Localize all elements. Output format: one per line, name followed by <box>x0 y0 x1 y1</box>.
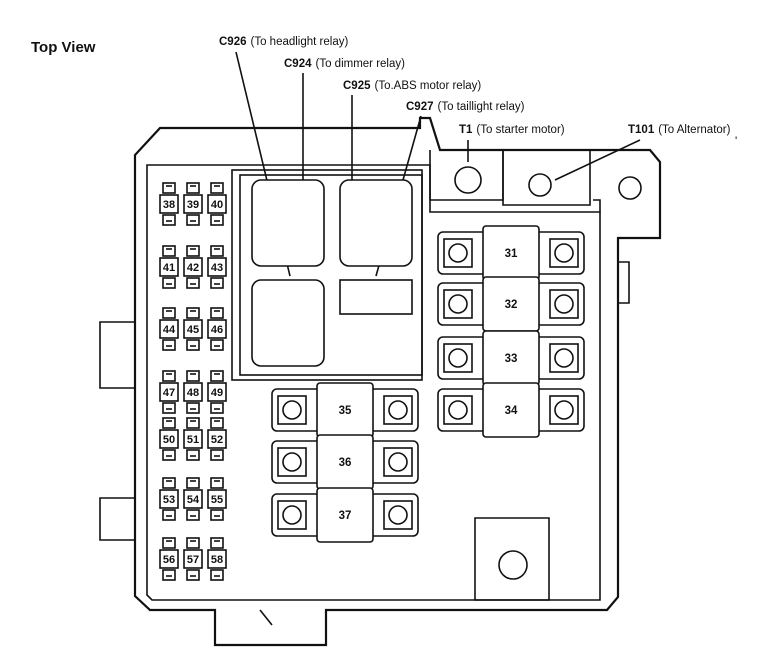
small-fuse-42: 42 <box>183 245 203 289</box>
diagram-title: Top View <box>31 39 96 56</box>
small-fuse-label: 48 <box>187 387 199 399</box>
small-fuse-label: 56 <box>163 554 175 566</box>
small-fuse-52: 52 <box>207 417 227 461</box>
small-fuse-54: 54 <box>183 477 203 521</box>
main-fuse-label: 36 <box>339 457 352 469</box>
small-fuse-39: 39 <box>183 182 203 226</box>
callout-t101: T101(To Alternator) <box>628 124 731 136</box>
small-fuse-58: 58 <box>207 537 227 581</box>
main-fuse-label: 34 <box>505 405 518 417</box>
small-fuse-38: 38 <box>159 182 179 226</box>
small-fuse-label: 38 <box>163 199 175 211</box>
terminal-t1 <box>454 166 482 194</box>
small-fuse-label: 49 <box>211 387 223 399</box>
small-fuse-55: 55 <box>207 477 227 521</box>
callout-c925: C925(To.ABS motor relay) <box>343 80 481 92</box>
small-fuse-label: 41 <box>163 262 175 274</box>
main-fuse-34: 34 <box>437 382 585 438</box>
relay-socket-c924 <box>251 179 325 267</box>
main-fuse-label: 37 <box>339 510 352 522</box>
small-fuse-label: 55 <box>211 494 223 506</box>
main-fuse-31: 31 <box>437 225 585 281</box>
small-fuse-45: 45 <box>183 307 203 351</box>
main-fuse-33: 33 <box>437 330 585 386</box>
small-fuse-49: 49 <box>207 370 227 414</box>
main-fuse-32: 32 <box>437 276 585 332</box>
small-fuse-label: 43 <box>211 262 223 274</box>
small-fuse-44: 44 <box>159 307 179 351</box>
small-fuse-label: 52 <box>211 434 223 446</box>
callout-c924: C924(To dimmer relay) <box>284 58 405 70</box>
main-fuse-group: 31 32 33 34 35 36 37 <box>271 225 585 543</box>
small-fuse-47: 47 <box>159 370 179 414</box>
small-fuse-48: 48 <box>183 370 203 414</box>
small-fuse-label: 44 <box>163 324 176 336</box>
main-fuse-label: 32 <box>505 299 518 311</box>
small-fuse-label: 39 <box>187 199 199 211</box>
small-fuse-41: 41 <box>159 245 179 289</box>
relay-socket-c926 <box>251 279 325 367</box>
small-fuse-50: 50 <box>159 417 179 461</box>
main-fuse-label: 35 <box>339 405 352 417</box>
small-fuse-53: 53 <box>159 477 179 521</box>
main-fuse-label: 31 <box>505 248 518 260</box>
small-fuse-label: 45 <box>187 324 199 336</box>
small-fuse-label: 53 <box>163 494 175 506</box>
main-fuse-35: 35 <box>271 382 419 438</box>
main-fuse-36: 36 <box>271 434 419 490</box>
small-fuse-40: 40 <box>207 182 227 226</box>
small-fuse-label: 58 <box>211 554 223 566</box>
fuse-box-housing <box>99 116 662 647</box>
callout-t1: T1(To starter motor) <box>459 124 565 136</box>
small-fuse-57: 57 <box>183 537 203 581</box>
terminal-t101 <box>528 173 552 197</box>
small-fuse-label: 50 <box>163 434 175 446</box>
small-fuse-label: 54 <box>187 494 200 506</box>
main-fuse-37: 37 <box>271 487 419 543</box>
mounting-hole <box>618 176 642 200</box>
small-fuse-label: 42 <box>187 262 199 274</box>
small-fuse-label: 46 <box>211 324 223 336</box>
small-fuse-grid: 38 39 40 41 42 43 44 45 46 47 48 49 50 51 52 53 54 55 56 57… <box>159 182 227 581</box>
stray-mark: ' <box>735 136 737 148</box>
relay-area <box>231 169 423 381</box>
small-fuse-51: 51 <box>183 417 203 461</box>
small-fuse-56: 56 <box>159 537 179 581</box>
relay-socket-c925 <box>339 179 413 267</box>
small-fuse-label: 51 <box>187 434 199 446</box>
small-fuse-43: 43 <box>207 245 227 289</box>
small-fuse-label: 40 <box>211 199 223 211</box>
small-fuse-label: 47 <box>163 387 175 399</box>
callout-c926: C926(To headlight relay) <box>219 36 348 48</box>
small-fuse-46: 46 <box>207 307 227 351</box>
callout-c927: C927(To taillight relay) <box>406 101 525 113</box>
relay-socket-c927 <box>339 279 413 315</box>
main-fuse-label: 33 <box>505 353 518 365</box>
small-fuse-label: 57 <box>187 554 199 566</box>
connector-hole <box>498 550 528 580</box>
